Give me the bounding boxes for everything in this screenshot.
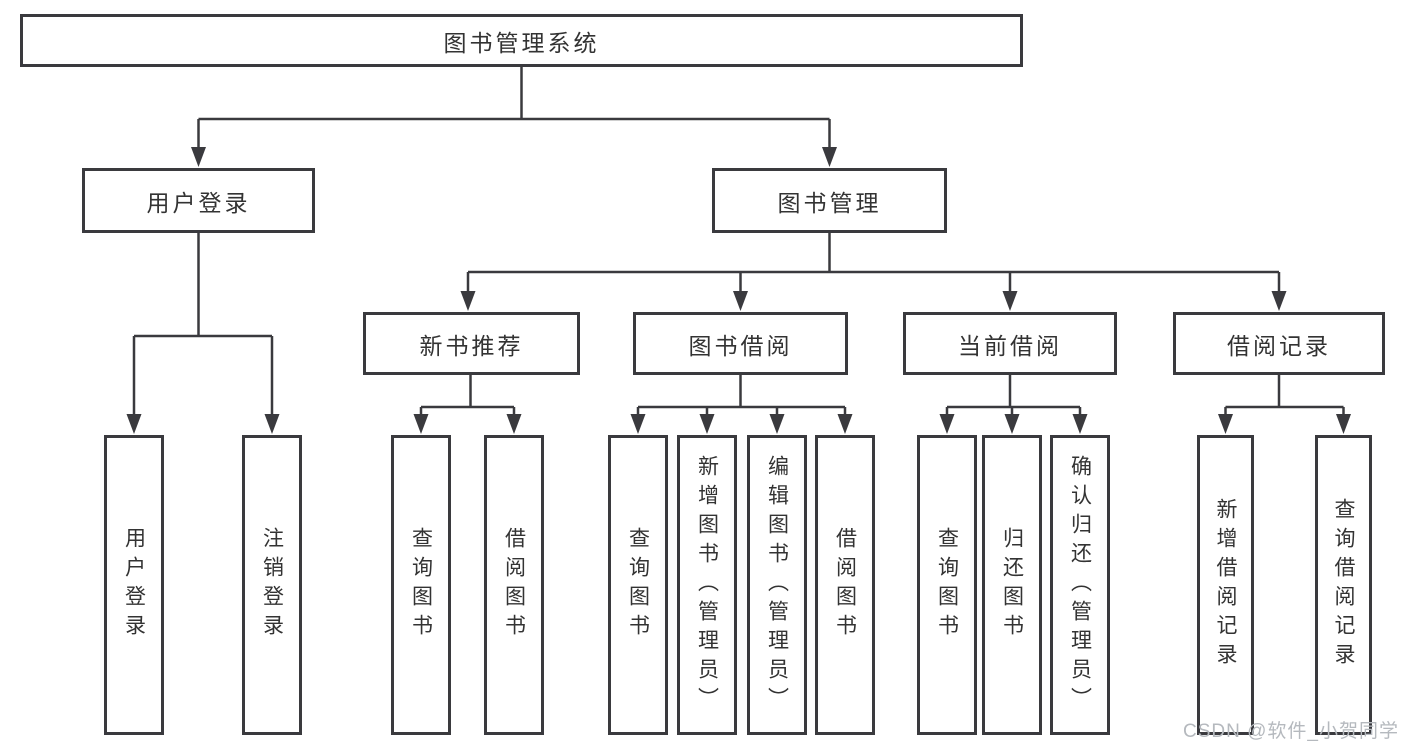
arrowhead-icon bbox=[1072, 414, 1088, 434]
arrowhead-icon bbox=[630, 414, 646, 434]
tree-fork bbox=[126, 233, 280, 434]
arrowhead-icon bbox=[837, 414, 853, 434]
node-book-management: 图书管理 bbox=[712, 168, 947, 233]
leaf-add-books-admin-label: 新增图书（管理员） bbox=[695, 454, 719, 716]
leaf-user-login-label: 用户登录 bbox=[122, 527, 146, 643]
leaf-add-borrow-record-label: 新增借阅记录 bbox=[1214, 498, 1237, 672]
leaf-search-borrow-record-label: 查询借阅记录 bbox=[1332, 498, 1355, 672]
arrowhead-icon bbox=[506, 414, 522, 434]
arrowhead-icon bbox=[769, 414, 785, 434]
arrowhead-icon bbox=[939, 414, 955, 434]
arrowhead-icon bbox=[822, 147, 837, 167]
arrowhead-icon bbox=[1271, 291, 1287, 311]
arrowhead-icon bbox=[413, 414, 429, 434]
tree-fork bbox=[191, 67, 837, 167]
tree-fork bbox=[630, 375, 853, 434]
arrowhead-icon bbox=[733, 291, 748, 311]
tree-fork bbox=[1218, 375, 1351, 434]
leaf-logout-label: 注销登录 bbox=[260, 527, 284, 643]
leaf-return-books: 归还图书 bbox=[982, 435, 1042, 735]
arrowhead-icon bbox=[1336, 414, 1351, 434]
leaf-search-books-3: 查询图书 bbox=[917, 435, 977, 735]
arrowhead-icon bbox=[1002, 291, 1018, 311]
leaf-edit-books-admin: 编辑图书（管理员） bbox=[747, 435, 807, 735]
node-book-borrowing: 图书借阅 bbox=[633, 312, 848, 375]
node-new-book-recommendation: 新书推荐 bbox=[363, 312, 580, 375]
leaf-confirm-return-admin-label: 确认归还（管理员） bbox=[1068, 454, 1092, 716]
leaf-logout: 注销登录 bbox=[242, 435, 302, 735]
leaf-search-books-2: 查询图书 bbox=[608, 435, 668, 735]
leaf-add-borrow-record: 新增借阅记录 bbox=[1197, 435, 1254, 735]
tree-fork bbox=[939, 375, 1088, 434]
arrowhead-icon bbox=[1218, 414, 1233, 434]
arrowhead-icon bbox=[191, 147, 206, 167]
arrowhead-icon bbox=[699, 414, 715, 434]
arrowhead-icon bbox=[264, 414, 280, 434]
tree-fork bbox=[413, 375, 522, 434]
leaf-search-books-3-label: 查询图书 bbox=[935, 527, 959, 643]
node-borrowing-records: 借阅记录 bbox=[1173, 312, 1385, 375]
leaf-confirm-return-admin: 确认归还（管理员） bbox=[1050, 435, 1110, 735]
leaf-borrow-books-1-label: 借阅图书 bbox=[502, 527, 526, 643]
arrowhead-icon bbox=[460, 291, 476, 311]
arrowhead-icon bbox=[1004, 414, 1020, 434]
leaf-search-books-2-label: 查询图书 bbox=[626, 527, 650, 643]
leaf-search-books-1-label: 查询图书 bbox=[409, 527, 433, 643]
leaf-borrow-books-2: 借阅图书 bbox=[815, 435, 875, 735]
leaf-borrow-books-1: 借阅图书 bbox=[484, 435, 544, 735]
leaf-borrow-books-2-label: 借阅图书 bbox=[833, 527, 857, 643]
node-library-management-system: 图书管理系统 bbox=[20, 14, 1023, 67]
arrowhead-icon bbox=[126, 414, 142, 434]
csdn-watermark: CSDN @软件_小贺同学 bbox=[1183, 721, 1399, 742]
leaf-return-books-label: 归还图书 bbox=[1000, 527, 1024, 643]
leaf-edit-books-admin-label: 编辑图书（管理员） bbox=[765, 454, 789, 716]
leaf-search-borrow-record: 查询借阅记录 bbox=[1315, 435, 1372, 735]
leaf-add-books-admin: 新增图书（管理员） bbox=[677, 435, 737, 735]
node-user-login: 用户登录 bbox=[82, 168, 315, 233]
leaf-user-login: 用户登录 bbox=[104, 435, 164, 735]
tree-fork bbox=[460, 233, 1287, 311]
leaf-search-books-1: 查询图书 bbox=[391, 435, 451, 735]
node-current-borrowing: 当前借阅 bbox=[903, 312, 1117, 375]
